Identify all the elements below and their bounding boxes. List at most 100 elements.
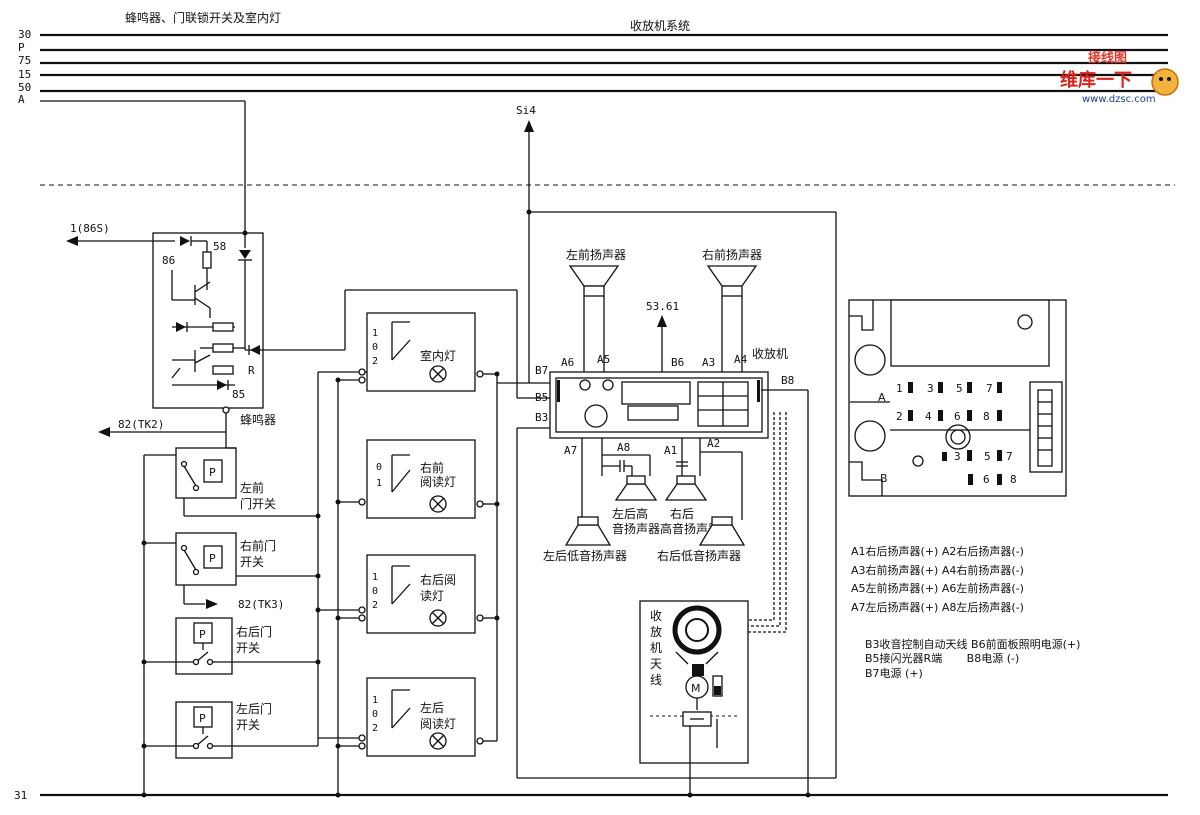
door-output-tk3: 82(TK3) bbox=[238, 598, 284, 611]
antenna-label-1: 收 bbox=[650, 609, 662, 623]
pin-85-label: 85 bbox=[232, 388, 245, 401]
header-title-center: 收放机系统 bbox=[630, 18, 690, 33]
diode-icon bbox=[250, 345, 260, 355]
antenna-label-3: 机 bbox=[650, 641, 662, 655]
svg-text:2: 2 bbox=[372, 356, 378, 367]
lr-reading-label-1: 左后 bbox=[420, 700, 444, 715]
connector-diagram: A B 1 3 5 7 2 4 6 8 3 5 7 6 8 bbox=[848, 299, 1067, 497]
pin-r-label: R bbox=[248, 364, 255, 377]
arrow-up-icon bbox=[524, 120, 534, 132]
speaker-rr-woofer-label: 右后低音扬声器 bbox=[657, 548, 741, 563]
svg-text:0: 0 bbox=[376, 462, 382, 473]
pin-58-label: 58 bbox=[213, 240, 226, 253]
watermark-logo: 接线图 维库一下 www.dzsc.com bbox=[1060, 50, 1179, 105]
pin-a6-num: 6 bbox=[954, 410, 961, 423]
resistor-icon bbox=[212, 343, 234, 353]
diode-icon bbox=[180, 236, 190, 246]
lr-tweeter-label-1: 左后高 bbox=[612, 506, 648, 521]
lr-door-label-1: 左后门 bbox=[236, 701, 272, 716]
svg-text:1: 1 bbox=[376, 478, 382, 489]
legend-a-line-1: A1右后扬声器(+) A2右后扬声器(-) bbox=[851, 544, 1024, 558]
pin-a5-num: 5 bbox=[956, 382, 963, 395]
speaker-rr-tweeter-icon bbox=[664, 483, 708, 501]
lf-door-label-1: 左前 bbox=[240, 480, 264, 495]
rf-door-label-1: 右前门 bbox=[240, 538, 276, 553]
pin-a3-num: 3 bbox=[927, 382, 934, 395]
watermark-url: www.dzsc.com bbox=[1082, 94, 1156, 105]
pin-86-label: 86 bbox=[162, 254, 175, 267]
svg-text:P: P bbox=[209, 552, 216, 565]
rr-door-label-2: 开关 bbox=[236, 641, 260, 655]
door-bus-wiring bbox=[141, 371, 362, 798]
legend-b-line-1: B3收音控制自动天线 B6前面板照明电源(+) bbox=[865, 637, 1080, 651]
arrow-left-icon bbox=[66, 236, 78, 246]
pin-a8-num: 8 bbox=[983, 410, 990, 423]
svg-text:1: 1 bbox=[372, 328, 378, 339]
pin-a4: A4 bbox=[734, 353, 748, 366]
rail-label-15: 15 bbox=[18, 68, 31, 81]
pin-b3: B3 bbox=[535, 411, 548, 424]
lamp-interior: 1 0 2 室内灯 bbox=[358, 312, 484, 392]
buzzer-output-tk2: 82(TK2) bbox=[118, 418, 164, 431]
buzzer-output-86s: 1(86S) bbox=[70, 222, 110, 235]
switch-p-label: P bbox=[209, 466, 216, 479]
pin-b7: B7 bbox=[535, 364, 548, 377]
svg-text:0: 0 bbox=[372, 709, 378, 720]
diode-icon bbox=[176, 322, 186, 332]
speaker-lr-woofer-icon bbox=[564, 524, 612, 546]
pin-a7: A7 bbox=[564, 444, 577, 457]
resistor-icon bbox=[212, 322, 234, 332]
svg-text:1: 1 bbox=[372, 695, 378, 706]
ref-5361-label: 53.61 bbox=[646, 300, 679, 313]
watermark-brand-main: 维库一下 bbox=[1060, 69, 1132, 91]
speaker-lr-tweeter-icon bbox=[614, 483, 658, 501]
rail-label-75: 75 bbox=[18, 54, 31, 67]
resistor-icon bbox=[212, 365, 234, 375]
svg-text:0: 0 bbox=[372, 586, 378, 597]
pin-a1: A1 bbox=[664, 444, 677, 457]
svg-text:2: 2 bbox=[372, 723, 378, 734]
svg-text:P: P bbox=[199, 712, 206, 725]
antenna-reel-icon bbox=[672, 605, 722, 655]
connector-group-a: A bbox=[878, 391, 886, 404]
pin-b6: B6 bbox=[671, 356, 684, 369]
rf-door-label-2: 开关 bbox=[240, 555, 264, 569]
pin-a2: A2 bbox=[707, 437, 720, 450]
legend-a-line-2: A3右前扬声器(+) A4右前扬声器(-) bbox=[851, 563, 1024, 577]
radio-system: Si4 收放机 B7 B5 B3 B8 A6 A5 B6 A3 A4 A7 A8 bbox=[516, 104, 837, 798]
pin-b5: B5 bbox=[535, 391, 548, 404]
pin-b5-num: 5 bbox=[984, 450, 991, 463]
antenna-label-4: 天 bbox=[650, 657, 662, 671]
antenna-label-2: 放 bbox=[650, 624, 662, 639]
speaker-lf-label: 左前扬声器 bbox=[566, 247, 626, 262]
header-title-left: 蜂鸣器、门联锁开关及室内灯 bbox=[125, 10, 281, 25]
pin-a6: A6 bbox=[561, 356, 574, 369]
arrow-left-icon bbox=[98, 427, 110, 437]
motor-label: M bbox=[691, 682, 701, 695]
legend-b-line-2: B5接闪光器R端 B8电源 (-) bbox=[865, 651, 1019, 665]
si4-label: Si4 bbox=[516, 104, 536, 117]
rr-reading-label-2: 读灯 bbox=[420, 589, 444, 603]
door-switch-left-front: P 左前 门开关 bbox=[175, 447, 318, 517]
pin-legend: A1右后扬声器(+) A2右后扬声器(-) A3右前扬声器(+) A4右前扬声器… bbox=[851, 544, 1080, 680]
door-switch-right-rear: P 右后门 开关 bbox=[144, 617, 318, 675]
speaker-lr-woofer-label: 左后低音扬声器 bbox=[543, 548, 627, 563]
resistor-icon bbox=[202, 251, 212, 269]
diode-icon bbox=[239, 250, 251, 259]
speaker-rf-icon bbox=[706, 265, 758, 287]
lamp-bus-wiring bbox=[315, 289, 550, 749]
rail-label-a: A bbox=[18, 93, 25, 106]
rr-tweeter-label-1: 右后 bbox=[670, 506, 694, 521]
pin-a3: A3 bbox=[702, 356, 715, 369]
lr-reading-label-2: 阅读灯 bbox=[420, 717, 456, 731]
svg-text:1: 1 bbox=[372, 572, 378, 583]
rail-label-30: 30 bbox=[18, 28, 31, 41]
lr-tweeter-label-2: 音扬声器 bbox=[612, 521, 660, 536]
door-switch-right-front: P 右前门 开关 82(TK3) bbox=[175, 532, 318, 611]
rr-door-label-1: 右后门 bbox=[236, 624, 272, 639]
pin-a4-num: 4 bbox=[925, 410, 932, 423]
rail-label-31: 31 bbox=[14, 789, 27, 802]
watermark-brand-top: 接线图 bbox=[1088, 50, 1127, 66]
